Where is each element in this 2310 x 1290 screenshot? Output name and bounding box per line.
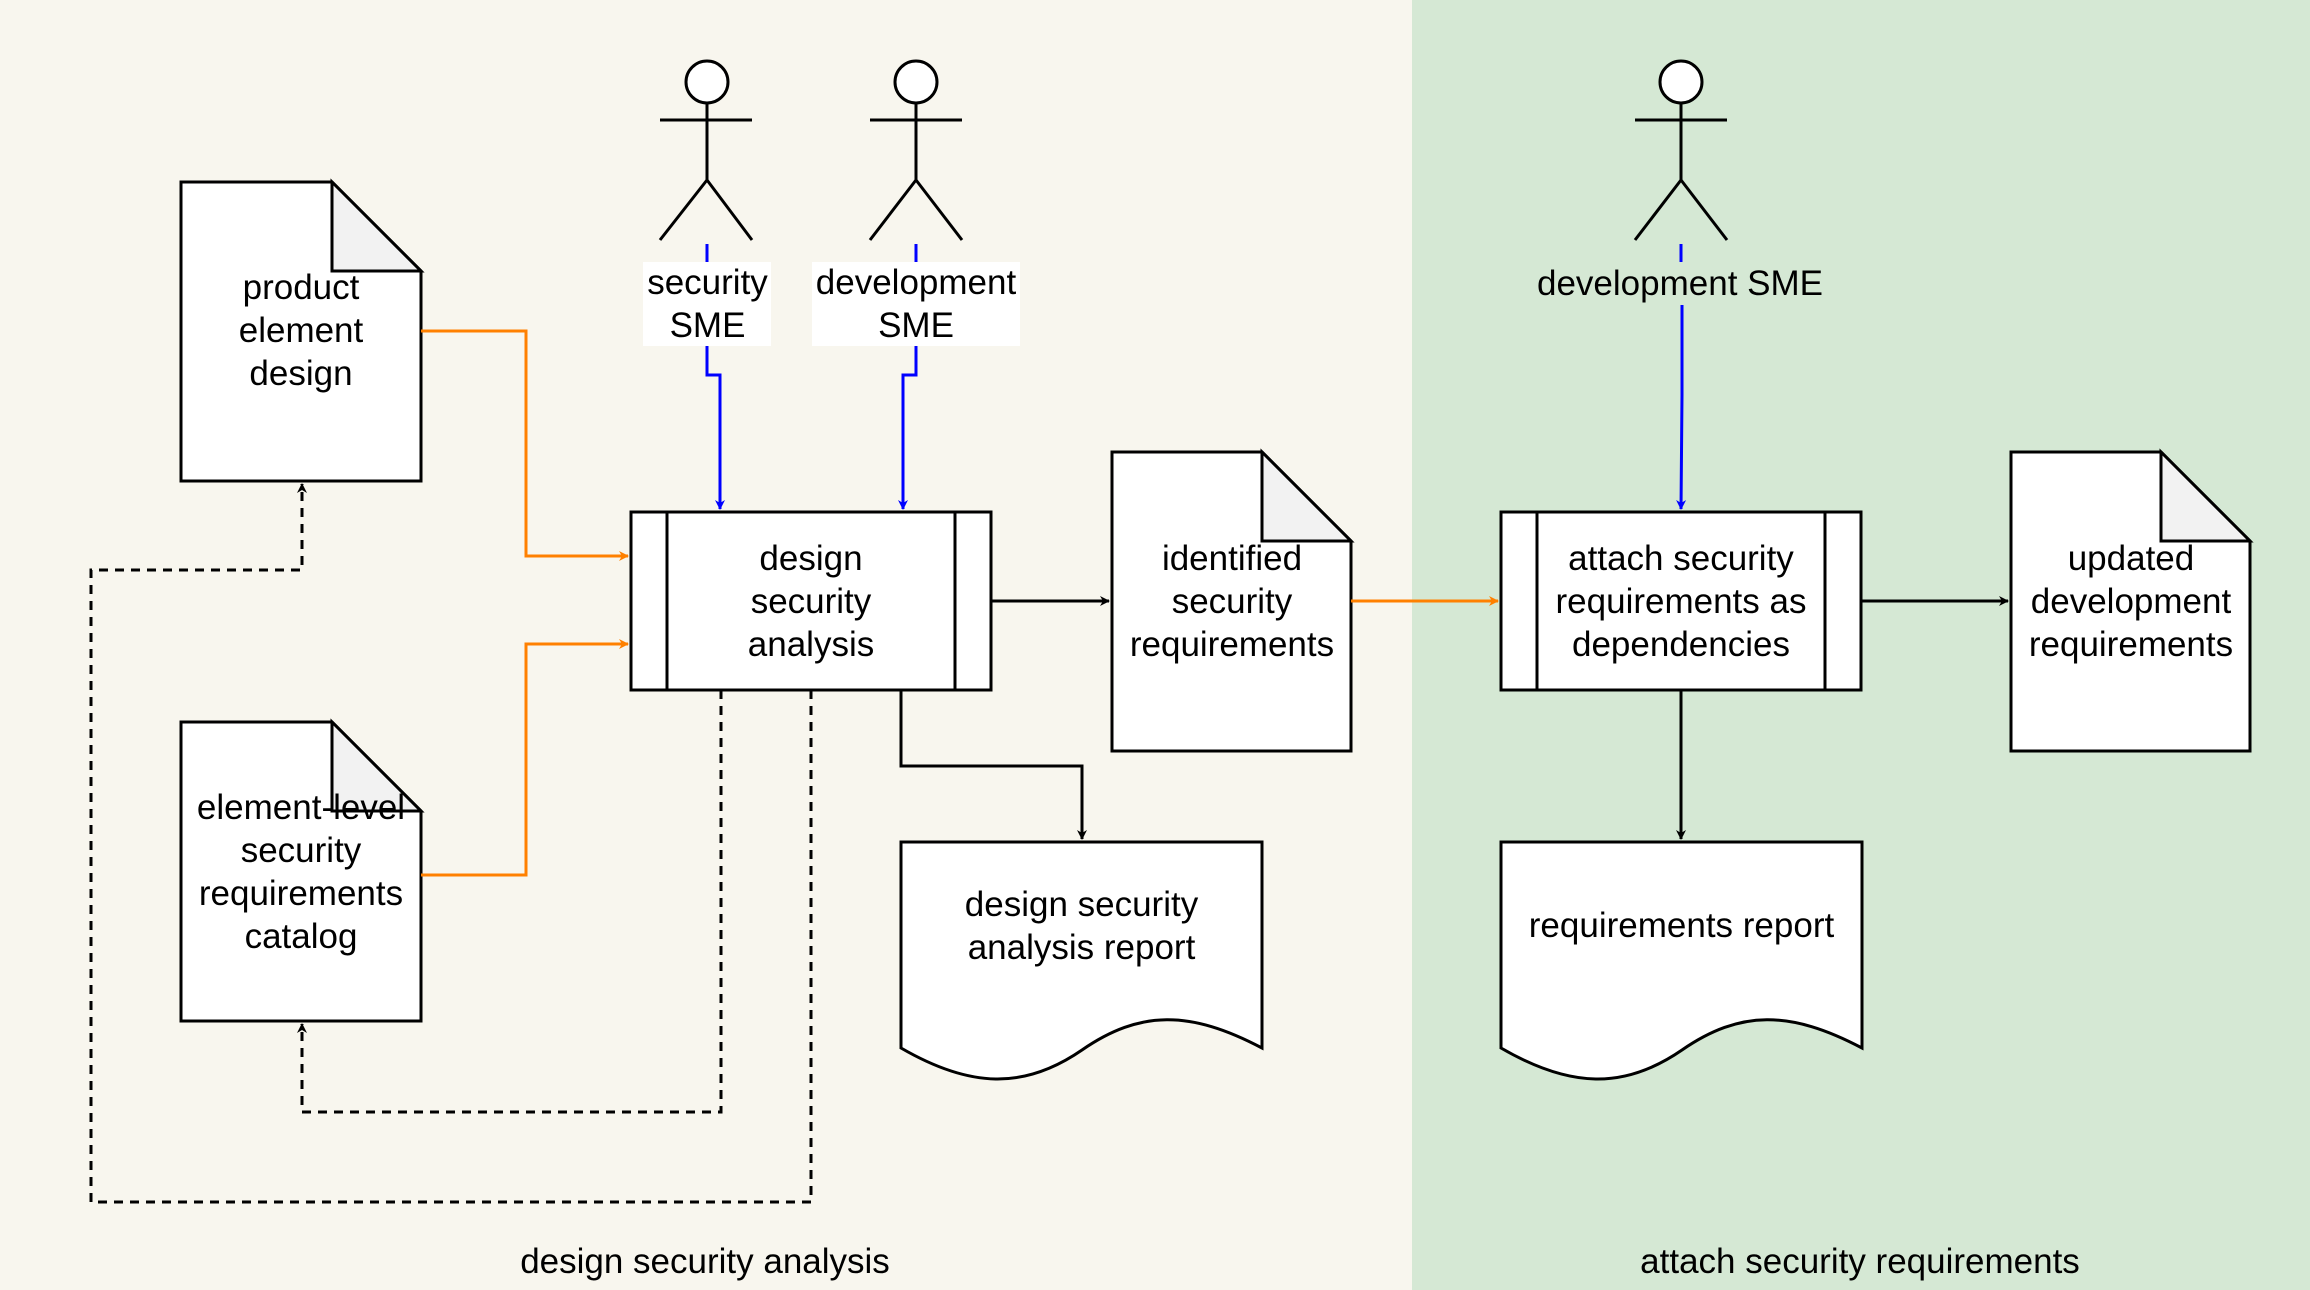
arrow-security-sme-to-analysis bbox=[705, 244, 720, 509]
actor-development-sme-left bbox=[868, 59, 964, 241]
process-label-attach-security-requirements: attach security requirements as dependen… bbox=[1555, 538, 1807, 664]
actor-label-backdrop bbox=[812, 262, 1020, 346]
arrow-dev-sme-to-attach bbox=[1681, 244, 1682, 509]
doc-label-product-element-design: product element design bbox=[238, 267, 364, 393]
actor-development-sme-right bbox=[1633, 59, 1729, 241]
process-attach-security-requirements bbox=[1499, 510, 1863, 692]
process-label-design-security-analysis: design security analysis bbox=[747, 538, 875, 664]
doc-fold bbox=[1260, 448, 1355, 543]
report-design-security-analysis-shape bbox=[899, 840, 1264, 1081]
doc-fold bbox=[330, 718, 425, 813]
actor-label-backdrop bbox=[643, 262, 771, 346]
doc-label-identified-security-requirements: identified security requirements bbox=[1129, 538, 1335, 664]
arrow-analysis-to-report bbox=[899, 690, 1087, 840]
actor-label-security-sme: security SME bbox=[647, 263, 768, 345]
actor-label-development-sme: development SME bbox=[815, 263, 1017, 345]
region-label-attach-security-requirements: attach security requirements bbox=[1640, 1242, 2080, 1281]
arrow-feedback-to-catalog bbox=[297, 690, 723, 1114]
arrow-dev-sme-to-analysis bbox=[903, 244, 918, 509]
process-design-security-analysis bbox=[629, 510, 993, 692]
arrow-catalog-to-analysis bbox=[421, 639, 629, 877]
doc-fold bbox=[2159, 448, 2254, 543]
doc-fold bbox=[330, 178, 425, 273]
report-label-requirements: requirements report bbox=[1528, 905, 1835, 945]
doc-label-element-level-catalog: element-level security requirements cata… bbox=[196, 788, 406, 956]
report-requirements-shape bbox=[1499, 840, 1864, 1081]
actor-security-sme bbox=[658, 59, 754, 241]
arrow-design-to-analysis bbox=[421, 329, 629, 561]
report-label-design-security-analysis: design security analysis report bbox=[964, 885, 1199, 967]
region-label-design-security-analysis: design security analysis bbox=[520, 1242, 890, 1281]
actor-label-development-sme-right: development SME bbox=[1490, 262, 1870, 305]
doc-label-updated-development-requirements: updated development requirements bbox=[2028, 538, 2234, 664]
